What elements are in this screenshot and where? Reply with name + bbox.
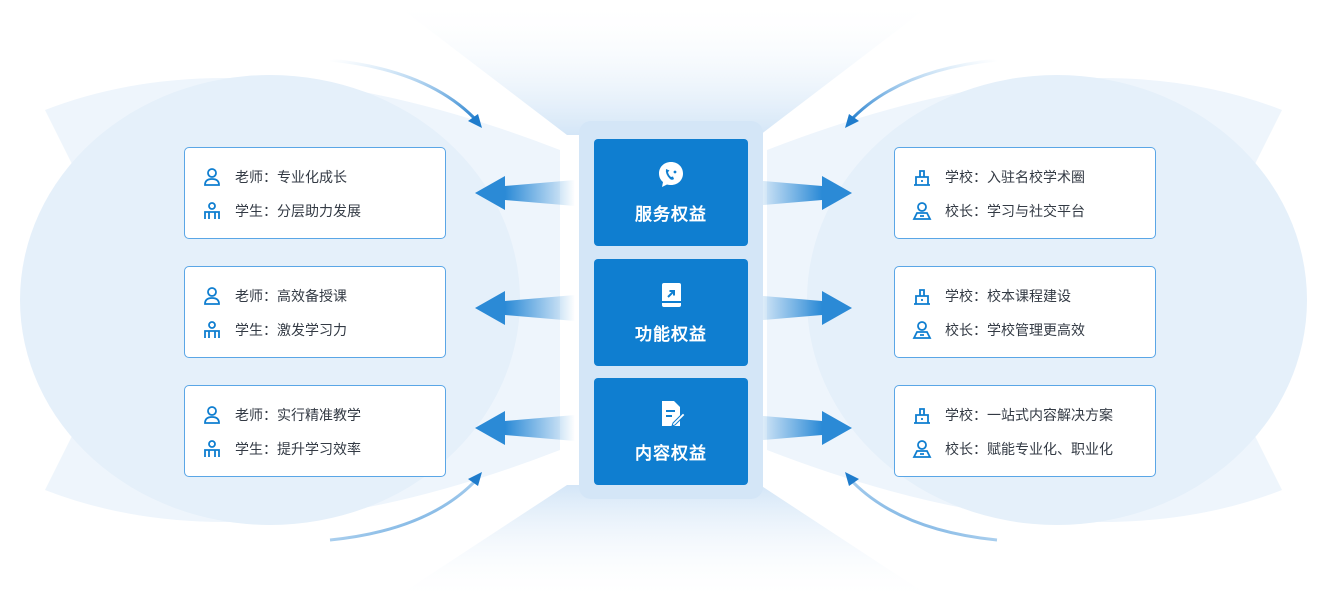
student-icon: [204, 202, 220, 219]
principal-icon: [912, 440, 932, 458]
left-arrow-2: [475, 291, 575, 325]
content-rights-box: 内容权益: [594, 378, 748, 485]
left-card-2-line1: 老师：高效备授课: [235, 289, 347, 305]
right-card-2-line2: 校长：学校管理更高效: [945, 323, 1085, 339]
principal-icon: [912, 202, 932, 220]
service-rights-label: 服务权益: [635, 205, 707, 225]
right-card-3: 学校：一站式内容解决方案 校长：赋能专业化、职业化: [894, 385, 1156, 477]
right-arrow-1: [752, 176, 852, 210]
book-arrow-icon: [662, 283, 681, 307]
left-card-3: 老师：实行精准教学 学生：提升学习效率: [184, 385, 446, 477]
left-card-2-line2: 学生：激发学习力: [235, 323, 347, 339]
document-edit-icon: [662, 401, 686, 427]
right-card-1-line1: 学校：入驻名校学术圈: [945, 170, 1085, 186]
content-rights-label: 内容权益: [635, 444, 707, 464]
school-icon: [914, 170, 930, 186]
function-rights-label: 功能权益: [635, 325, 707, 345]
left-card-2: 老师：高效备授课 学生：激发学习力: [184, 266, 446, 358]
right-card-3-line2: 校长：赋能专业化、职业化: [945, 442, 1113, 458]
left-card-1: 老师：专业化成长 学生：分层助力发展: [184, 147, 446, 239]
function-rights-box: 功能权益: [594, 259, 748, 366]
right-card-1-line2: 校长：学习与社交平台: [945, 204, 1085, 220]
right-card-2: 学校：校本课程建设 校长：学校管理更高效: [894, 266, 1156, 358]
right-card-3-line1: 学校：一站式内容解决方案: [945, 408, 1113, 424]
teacher-icon: [204, 287, 220, 305]
right-card-2-line1: 学校：校本课程建设: [945, 289, 1071, 305]
left-card-3-line1: 老师：实行精准教学: [235, 408, 361, 424]
teacher-icon: [204, 168, 220, 186]
left-card-1-line2: 学生：分层助力发展: [235, 204, 361, 220]
left-card-3-line2: 学生：提升学习效率: [235, 442, 361, 458]
left-arrow-3: [475, 411, 575, 445]
phone-chat-icon: [659, 162, 683, 187]
right-arrow-2: [752, 291, 852, 325]
right-card-1: 学校：入驻名校学术圈 校长：学习与社交平台: [894, 147, 1156, 239]
school-icon: [914, 408, 930, 424]
service-rights-box: 服务权益: [594, 139, 748, 246]
student-icon: [204, 321, 220, 338]
school-icon: [914, 289, 930, 305]
teacher-icon: [204, 406, 220, 424]
left-arrow-1: [475, 176, 575, 210]
right-arrow-3: [752, 411, 852, 445]
student-icon: [204, 440, 220, 457]
left-card-1-line1: 老师：专业化成长: [235, 170, 347, 186]
principal-icon: [912, 321, 932, 339]
